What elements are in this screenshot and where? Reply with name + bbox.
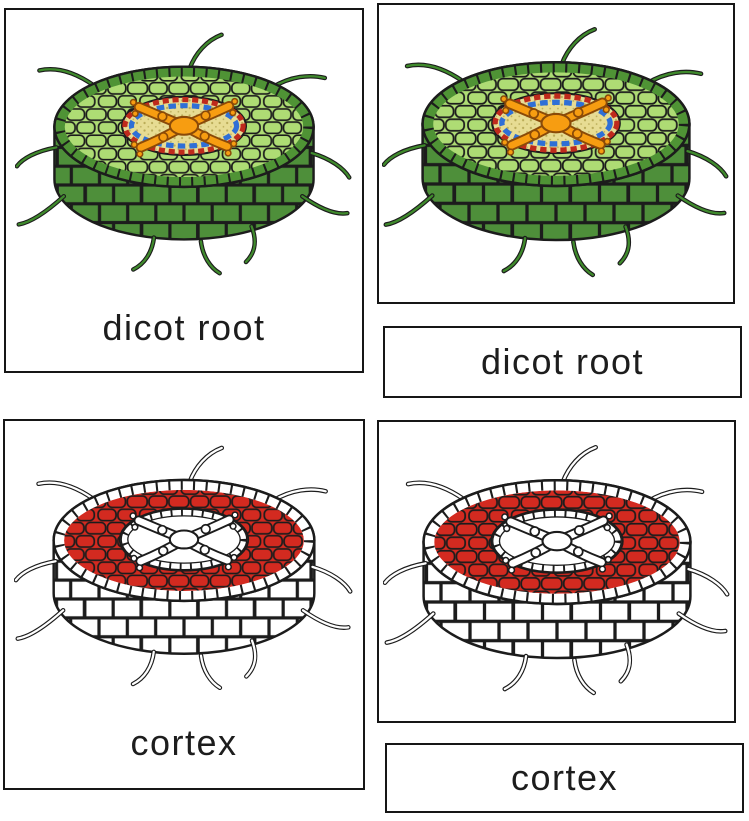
dicot-root-illustration [382, 10, 730, 292]
nomenclature-card-cortex-picture [377, 420, 736, 723]
nomenclature-card-cortex-labeled: cortex [3, 419, 365, 790]
label-card-dicot-root: dicot root [383, 326, 742, 398]
nomenclature-card-dicot-root-picture [377, 3, 735, 304]
cortex-label-text: cortex [130, 722, 238, 764]
cortex-illustration [382, 428, 731, 710]
label-card-cortex: cortex [385, 743, 744, 813]
cortex-label-text: cortex [510, 757, 619, 798]
dicot-root-label-text: dicot root [102, 306, 266, 348]
cortex-illustration [14, 429, 354, 705]
nomenclature-card-dicot-root-labeled: dicot root [4, 8, 364, 373]
dicot-root-label-text: dicot root [480, 341, 645, 382]
dicot-root-illustration [15, 16, 353, 290]
